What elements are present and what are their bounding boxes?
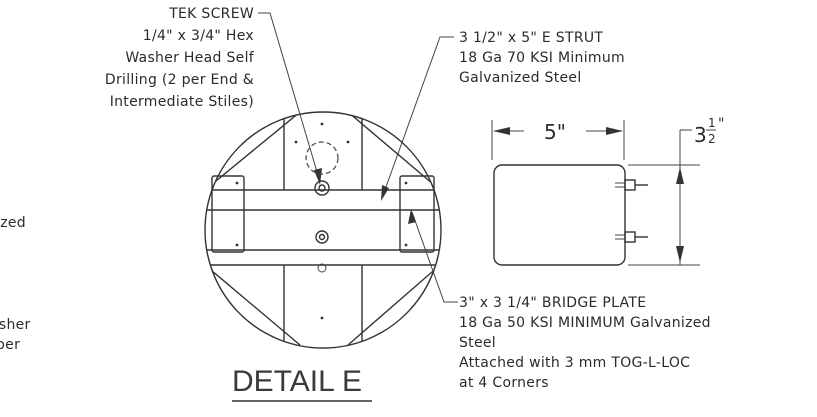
width-arrow-right [606,127,623,135]
strut-line-2: 18 Ga 70 KSI Minimum [459,50,625,66]
strut-callout: 3 1/2" x 5" E STRUT 18 Ga 70 KSI Minimum… [459,30,625,86]
stile-dot [346,140,350,144]
hidden-hole [305,141,339,175]
tek-screw-lower [315,230,329,244]
detail-circle-view [204,111,442,349]
plate-rivet [235,243,239,247]
brace-right-upper [347,112,441,191]
bridge-plate-right [399,175,435,253]
fastener-lower [615,231,648,243]
width-arrow-left [493,127,510,135]
plate-rivet [404,243,408,247]
brace-right-lower [347,264,441,346]
brace-left-upper [205,112,301,191]
margin-fragment-3: per [0,337,20,353]
tek-screw-line-5: Intermediate Stiles) [110,94,254,110]
strut-arrowhead [381,185,389,201]
height-arrow-bottom [676,246,684,263]
margin-fragment-1: ized [0,215,26,231]
screw-hole [317,263,327,273]
strut-section-view: 5" 3 1 2 " [491,116,724,266]
plate-rivet [235,181,239,185]
bridge-plate-callout: 3" x 3 1/4" BRIDGE PLATE 18 Ga 50 KSI MI… [459,295,711,391]
margin-fragment-2: asher [0,317,31,333]
tek-screw-line-4: Drilling (2 per End & [105,72,254,88]
bridge-plate-leader [411,211,458,303]
bridge-line-2: 18 Ga 50 KSI MINIMUM Galvanized [459,315,711,331]
tek-screw-leader [258,12,321,183]
bridge-line-5: at 4 Corners [459,375,549,391]
bridge-plate-left [211,175,245,253]
height-whole: 3 [694,123,707,147]
stile-dot [294,140,298,144]
bridge-line-4: Attached with 3 mm TOG-L-LOC [459,355,690,371]
detail-title: DETAIL E [232,365,362,398]
height-fraction-den: 2 [708,132,716,146]
stile-dot [320,316,324,320]
tek-screw-lower-head [318,233,326,241]
plate-rivet [404,181,408,185]
bridge-plate-arrowhead [408,209,416,224]
strut-line-3: Galvanized Steel [459,70,582,86]
tek-screw-upper-head [318,184,326,192]
tek-screw-upper [314,180,330,196]
strut-leader [381,36,454,199]
strut-line-1: 3 1/2" x 5" E STRUT [459,30,603,46]
strut-section [493,164,626,266]
brace-left-lower [205,264,301,346]
tek-screw-callout: TEK SCREW 1/4" x 3/4" Hex Washer Head Se… [105,6,255,110]
height-arrow-top [676,167,684,184]
fastener-upper [615,179,648,191]
bridge-line-1: 3" x 3 1/4" BRIDGE PLATE [459,295,646,311]
width-dimension-label: 5" [544,120,566,144]
stile-dot [320,122,324,126]
height-unit: " [718,116,724,132]
detail-circle [204,111,442,349]
tek-screw-line-1: TEK SCREW [168,6,254,22]
height-fraction-num: 1 [708,116,716,130]
tek-screw-line-2: 1/4" x 3/4" Hex [143,28,254,44]
bridge-line-3: Steel [459,335,496,351]
tek-screw-line-3: Washer Head Self [125,50,254,66]
